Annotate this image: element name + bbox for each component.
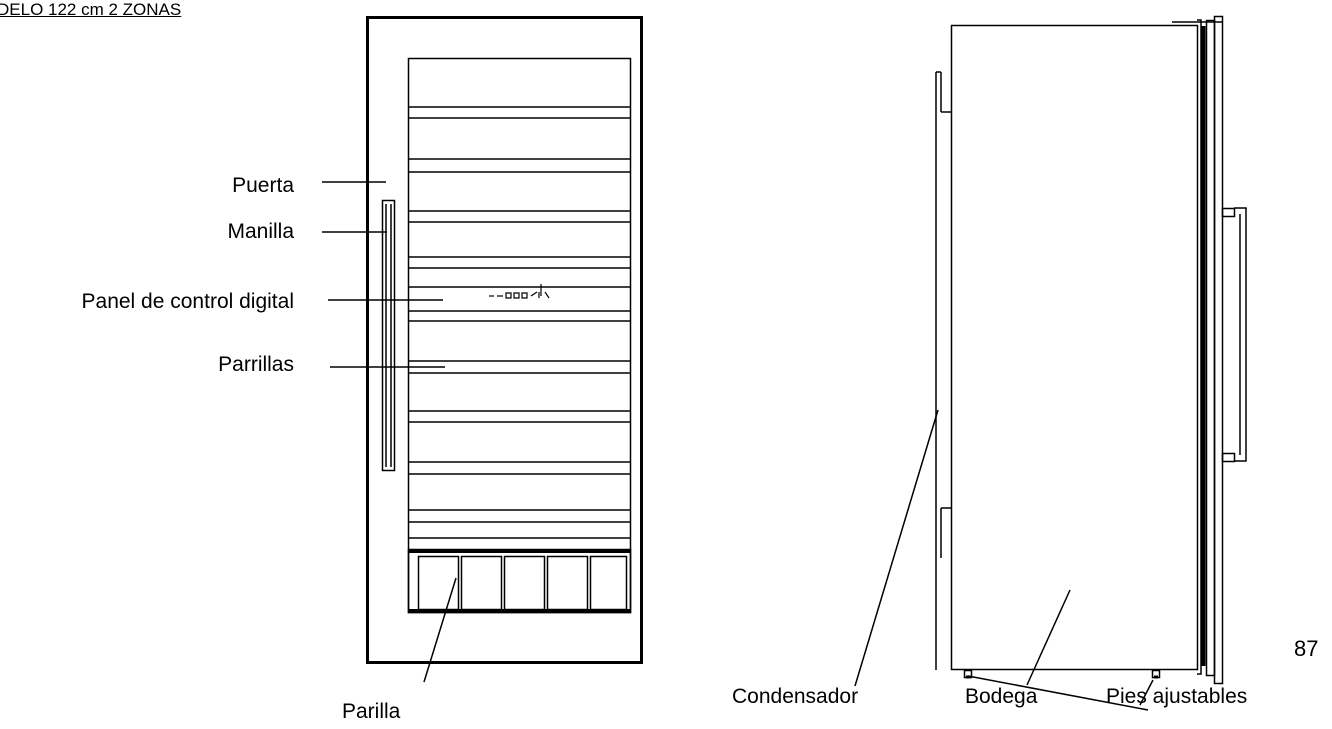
label-control-panel: Panel de control digital bbox=[81, 290, 294, 313]
label-adjustable-feet: Pies ajustables bbox=[1106, 685, 1248, 708]
condenser-rails bbox=[936, 72, 951, 670]
page-number: 87 bbox=[1294, 636, 1319, 661]
side-view bbox=[855, 17, 1246, 711]
cabinet-body bbox=[952, 26, 1198, 670]
side-leader-lines bbox=[855, 410, 1153, 710]
label-handle: Manilla bbox=[227, 220, 294, 243]
label-cabinet: Bodega bbox=[965, 685, 1038, 708]
label-bottom-shelf: Parilla bbox=[342, 700, 401, 723]
handle bbox=[383, 201, 395, 471]
label-shelves: Parrillas bbox=[218, 353, 294, 376]
door-frame bbox=[368, 18, 642, 663]
shelf-lines bbox=[409, 107, 630, 538]
control-panel-display bbox=[489, 284, 549, 298]
bottom-drawer bbox=[408, 550, 631, 613]
adjustable-feet bbox=[965, 671, 1160, 678]
label-condenser: Condensador bbox=[732, 685, 859, 708]
door-profile bbox=[1172, 17, 1223, 684]
label-door: Puerta bbox=[232, 174, 294, 197]
front-view bbox=[322, 18, 642, 683]
front-leader-lines bbox=[322, 182, 456, 682]
glass-panel bbox=[409, 59, 631, 613]
side-handle bbox=[1223, 208, 1247, 462]
page-title: DELO 122 cm 2 ZONAS bbox=[0, 0, 182, 19]
